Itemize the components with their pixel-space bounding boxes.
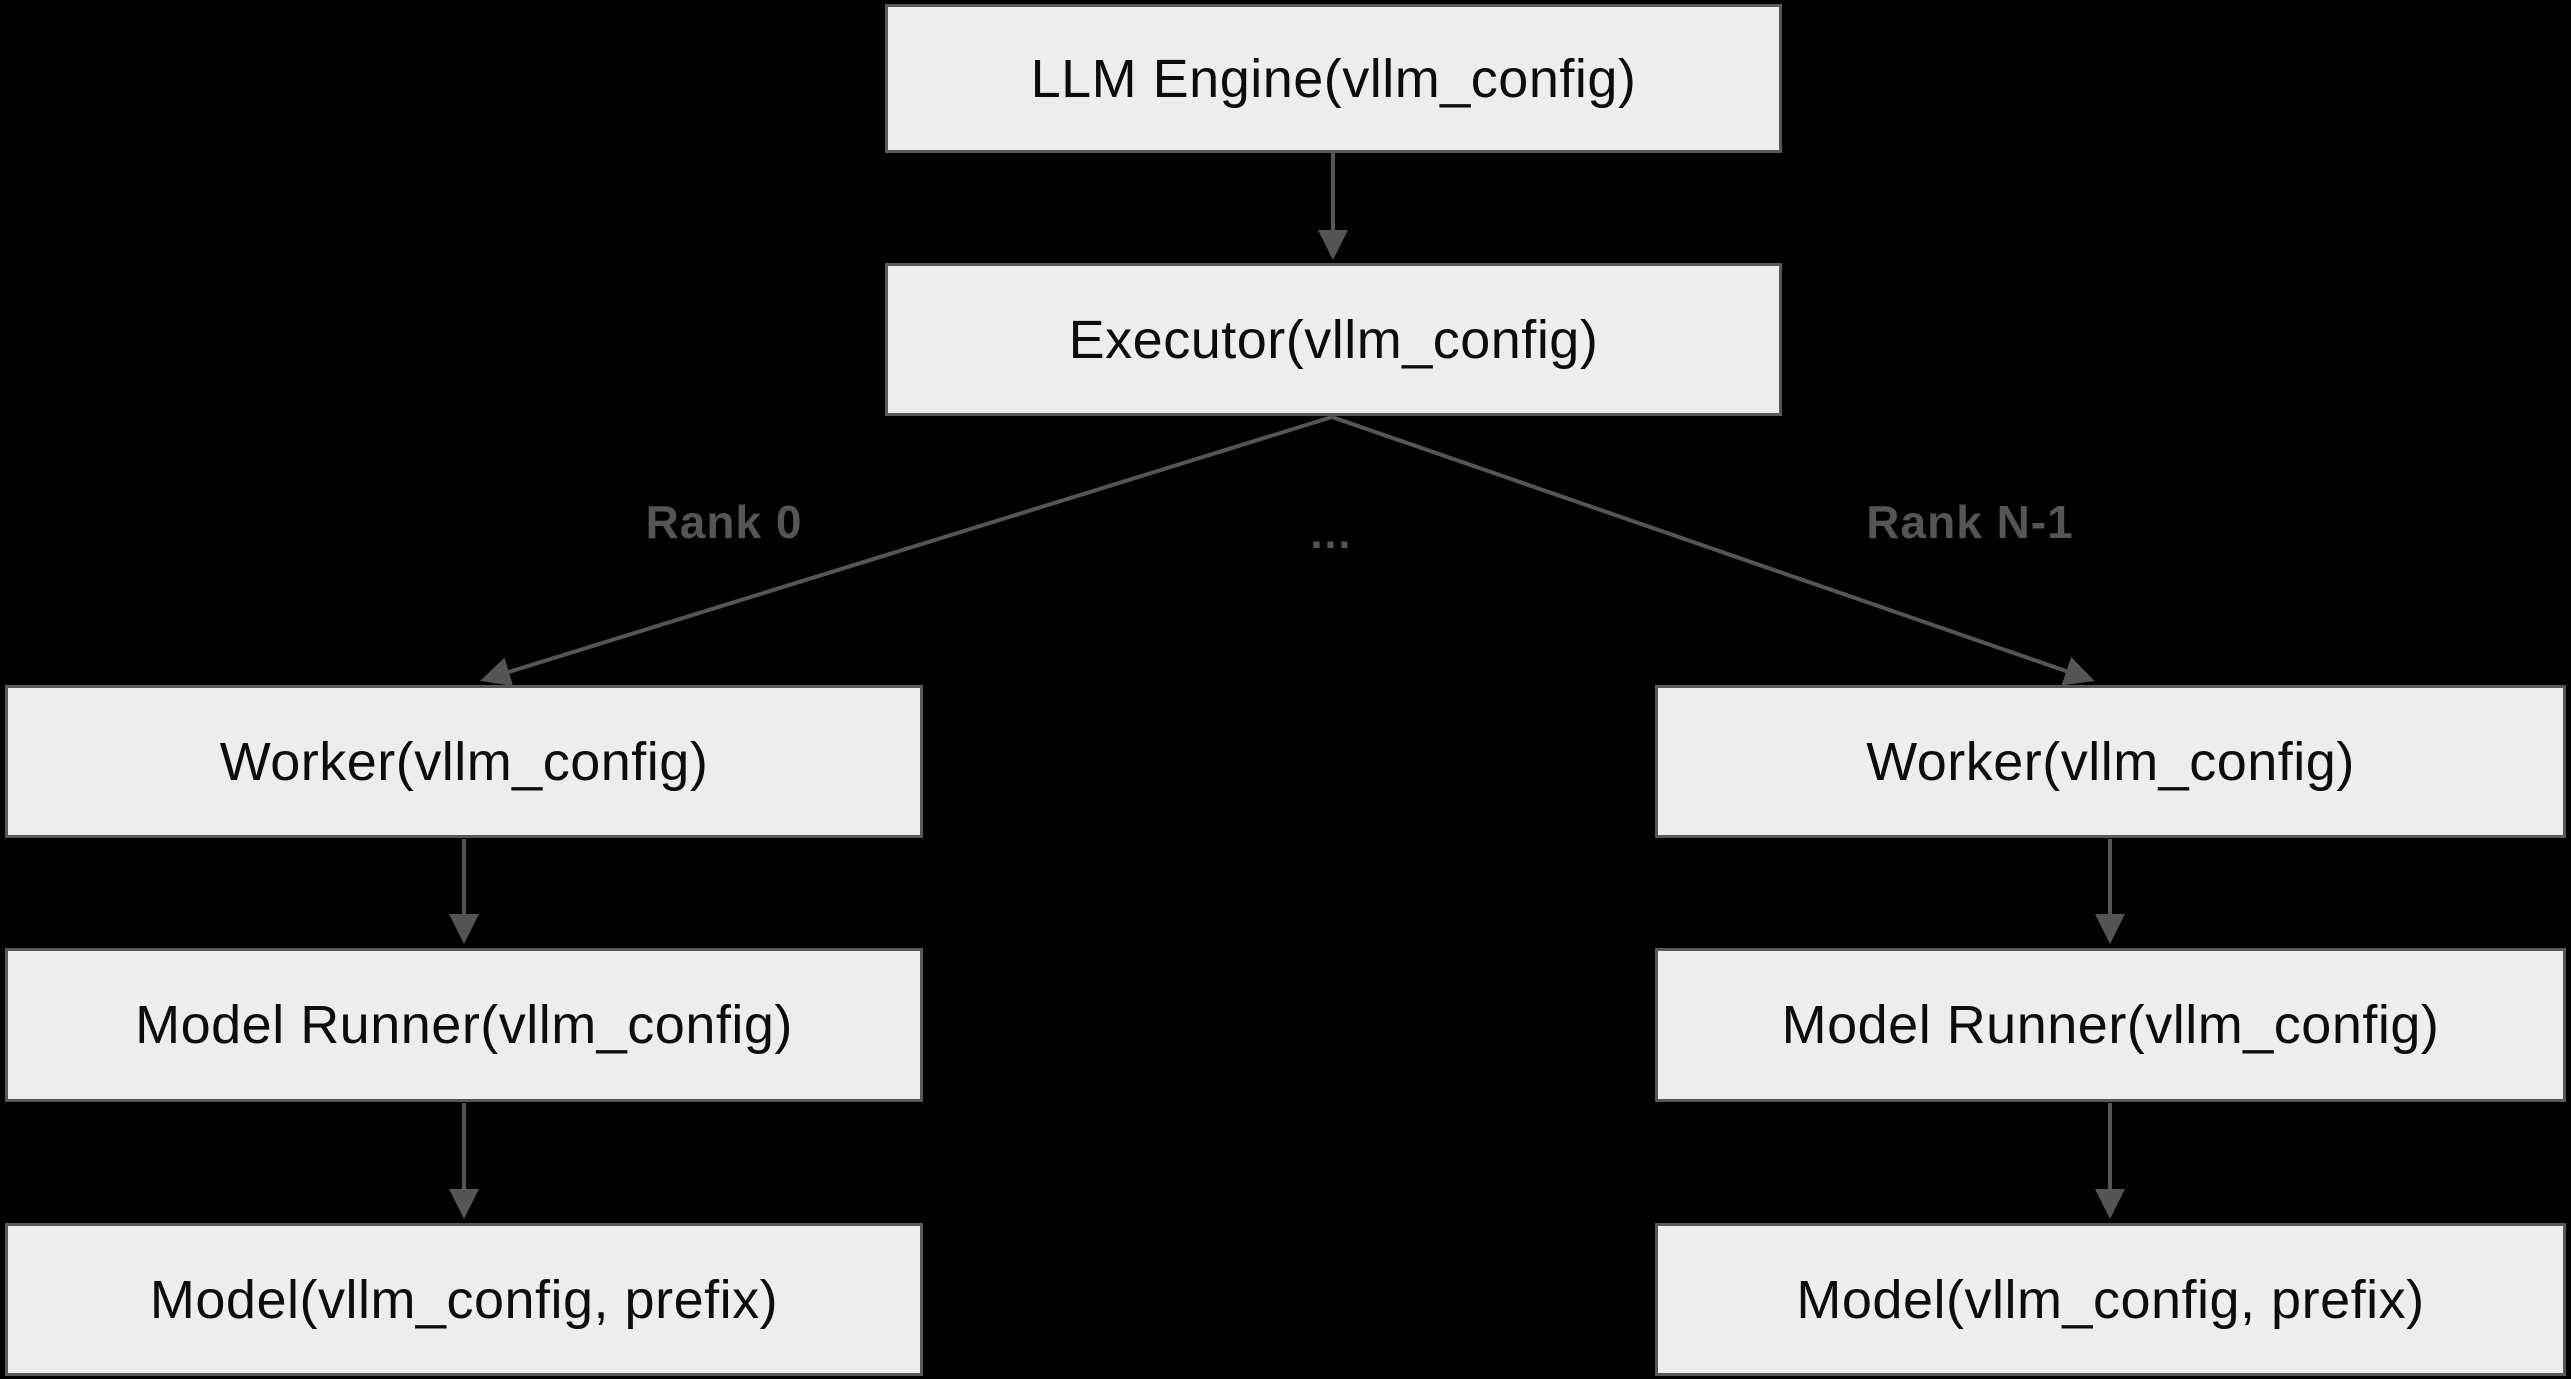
node-executor: Executor(vllm_config) [885,263,1782,416]
node-worker-rank-n-1: Worker(vllm_config) [1655,685,2566,838]
node-model-rank-0-label: Model(vllm_config, prefix) [149,1269,779,1330]
edge-executor-to-worker-left [480,415,1333,687]
edge-label-rank-n-1: Rank N-1 [1866,496,2074,548]
node-model-runner-rank-0-label: Model Runner(vllm_config) [135,995,793,1055]
node-model-runner-rank-0: Model Runner(vllm_config) [5,948,923,1102]
node-llm-engine-label: LLM Engine(vllm_config) [1030,48,1637,109]
node-llm-engine: LLM Engine(vllm_config) [885,4,1782,153]
node-model-rank-n-1: Model(vllm_config, prefix) [1655,1223,2566,1376]
node-model-rank-n-1-label: Model(vllm_config, prefix) [1796,1269,2425,1330]
edge-label-rank-0: Rank 0 [645,496,803,548]
node-worker-rank-0: Worker(vllm_config) [5,685,923,838]
node-worker-rank-n-1-label: Worker(vllm_config) [1866,731,2355,792]
node-model-rank-0: Model(vllm_config, prefix) [5,1223,923,1376]
edge-label-ellipsis: … [1308,509,1354,558]
edge-executor-to-worker-right [1331,415,2095,686]
node-worker-rank-0-label: Worker(vllm_config) [219,731,709,792]
node-model-runner-rank-n-1-label: Model Runner(vllm_config) [1781,995,2440,1055]
node-executor-label: Executor(vllm_config) [1068,309,1599,370]
node-model-runner-rank-n-1: Model Runner(vllm_config) [1655,948,2566,1102]
